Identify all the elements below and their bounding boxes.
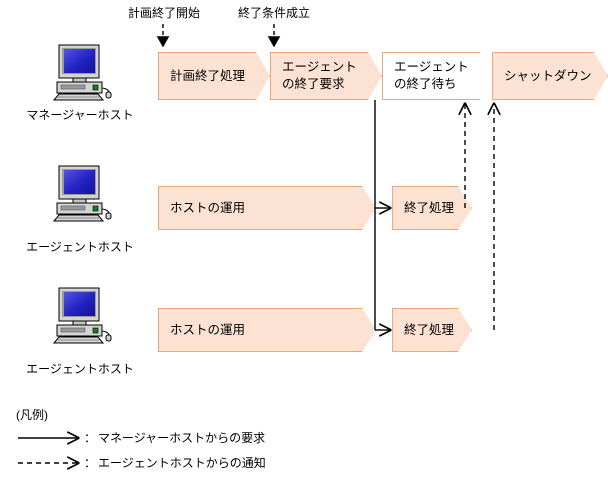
legend-label-dashed: エージェントホストからの通知 bbox=[98, 456, 266, 470]
host-label-agent-host-1: エージェントホスト bbox=[26, 240, 134, 254]
chevron-shape bbox=[158, 52, 270, 100]
chevron-shape bbox=[382, 52, 494, 100]
process-label: シャットダウン bbox=[504, 68, 592, 83]
process-agent-stop-request[interactable]: エージェント の終了要求 bbox=[270, 52, 382, 100]
legend-item-dashed-arrow: ： エージェントホストからの通知 bbox=[84, 456, 266, 470]
event-label-plan-end-start: 計画終了開始 bbox=[127, 6, 200, 20]
desktop-computer-icon-agent-host-1 bbox=[48, 165, 112, 223]
legend-title: (凡例) bbox=[16, 408, 48, 422]
process-shutdown[interactable]: シャットダウン bbox=[492, 52, 608, 100]
chevron-shape bbox=[270, 52, 382, 100]
chevron-shape bbox=[392, 186, 472, 230]
process-stop-process-2[interactable]: 終了処理 bbox=[392, 308, 472, 352]
process-label: 計画終了処理 bbox=[170, 68, 246, 83]
process-agent-stop-wait[interactable]: エージェント の終了待ち bbox=[382, 52, 494, 100]
legend-item-solid-arrow: ： マネージャーホストからの要求 bbox=[84, 431, 265, 445]
process-label: ホストの運用 bbox=[170, 200, 246, 215]
process-host-operation-2[interactable]: ホストの運用 bbox=[158, 308, 376, 352]
chevron-shape bbox=[158, 186, 376, 230]
legend-separator-dashed: ： bbox=[84, 456, 97, 470]
desktop-computer-icon-agent-host-2 bbox=[48, 287, 112, 345]
event-label-end-condition-met: 終了条件成立 bbox=[237, 6, 310, 20]
legend-label-solid: マネージャーホストからの要求 bbox=[98, 431, 266, 445]
desktop-computer-icon-manager-host bbox=[48, 44, 112, 102]
host-label-manager-host: マネージャーホスト bbox=[26, 108, 134, 122]
process-stop-process-1[interactable]: 終了処理 bbox=[392, 186, 472, 230]
chevron-shape bbox=[492, 52, 608, 100]
process-label: 終了処理 bbox=[404, 322, 455, 337]
chevron-shape bbox=[392, 308, 472, 352]
process-plan-end-process[interactable]: 計画終了処理 bbox=[158, 52, 270, 100]
process-label: ホストの運用 bbox=[170, 322, 246, 337]
process-host-operation-1[interactable]: ホストの運用 bbox=[158, 186, 376, 230]
host-label-agent-host-2: エージェントホスト bbox=[26, 362, 134, 376]
process-label: エージェント の終了要求 bbox=[282, 60, 357, 91]
chevron-shape bbox=[158, 308, 376, 352]
legend-separator-solid: ： bbox=[84, 431, 97, 445]
process-label: 終了処理 bbox=[404, 200, 455, 215]
process-label: エージェント の終了待ち bbox=[394, 60, 469, 91]
